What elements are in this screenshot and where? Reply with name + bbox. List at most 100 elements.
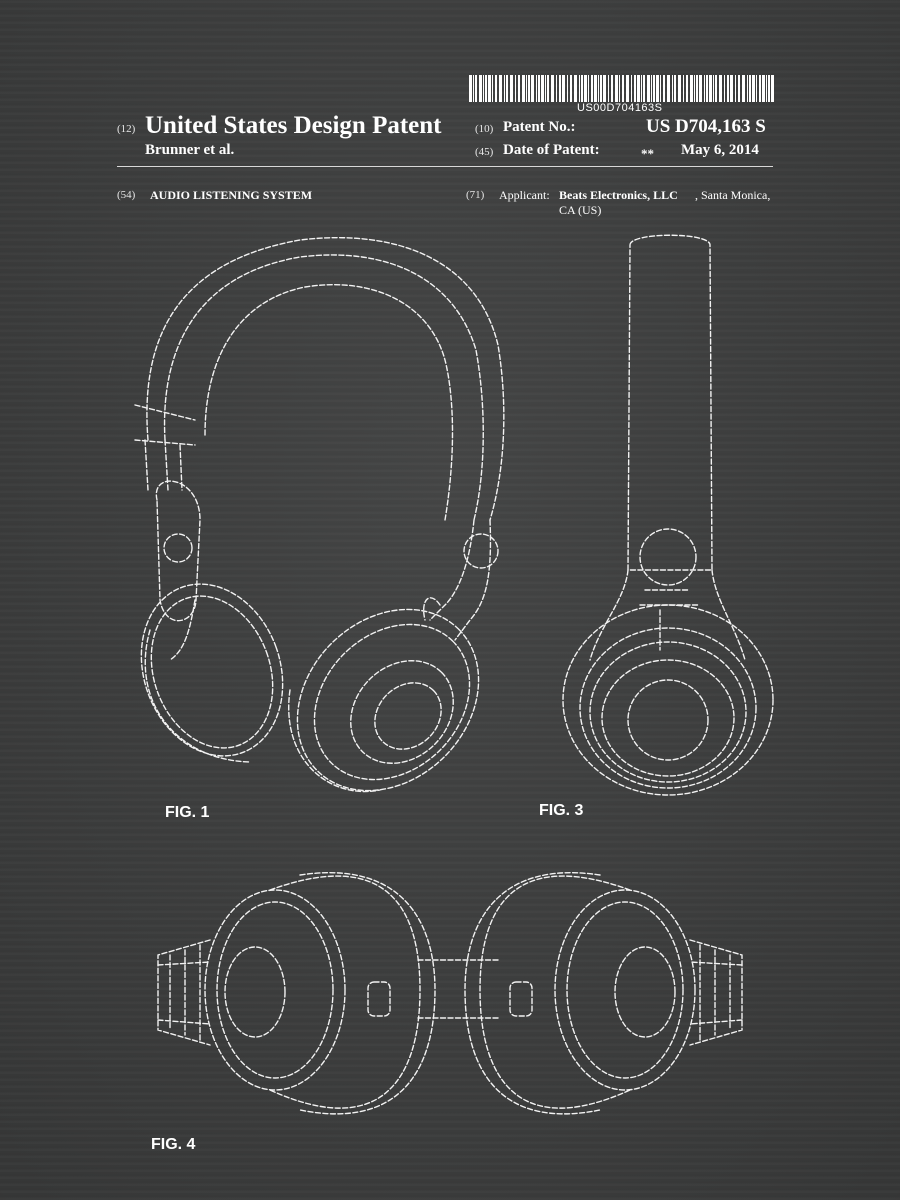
barcode-bar <box>663 75 665 102</box>
code-54: (54) <box>117 189 136 201</box>
barcode-bar <box>536 75 537 102</box>
barcode-bar <box>768 75 770 102</box>
barcode-bar <box>742 75 745 102</box>
fig1-headphones-drawing <box>134 236 505 793</box>
figure-4-label: FIG. 4 <box>151 1136 196 1153</box>
barcode-bar <box>538 75 540 102</box>
barcode-bar <box>528 75 530 102</box>
barcode-bar <box>492 75 493 102</box>
barcode-bar <box>475 75 477 102</box>
inventor: Brunner et al. <box>145 142 235 158</box>
barcode-bar <box>674 75 676 102</box>
barcode-bar <box>526 75 527 102</box>
barcode-bar <box>591 75 593 102</box>
barcode-bar <box>637 75 640 102</box>
barcode-bar <box>559 75 561 102</box>
barcode-bar <box>488 75 491 102</box>
barcode-bar <box>579 75 580 102</box>
barcode-bar <box>545 75 546 102</box>
barcode-bar <box>567 75 568 102</box>
barcode-bar <box>615 75 618 102</box>
barcode-bar <box>504 75 505 102</box>
barcode-bar <box>747 75 748 102</box>
barcode-bar <box>724 75 725 102</box>
barcode-bar <box>518 75 520 102</box>
barcode-bar <box>735 75 736 102</box>
barcode-bar <box>495 75 497 102</box>
barcode-bar <box>626 75 629 102</box>
barcode-bar <box>756 75 757 102</box>
barcode-bar <box>485 75 487 102</box>
fig3-side-view-drawing <box>562 234 774 796</box>
barcode-bar <box>699 75 702 102</box>
barcode-bar <box>631 75 632 102</box>
applicant-name: Beats Electronics, LLC <box>559 188 678 202</box>
date-stars: ** <box>641 146 654 161</box>
barcode-bar <box>556 75 557 102</box>
code-10: (10) <box>475 123 494 135</box>
barcode-bar <box>522 75 525 102</box>
barcode-bar <box>600 75 602 102</box>
figure-1-label: FIG. 1 <box>165 804 210 821</box>
barcode-bar <box>660 75 661 102</box>
patent-date: May 6, 2014 <box>681 142 759 158</box>
barcode-bar <box>678 75 681 102</box>
barcode-bar <box>686 75 688 102</box>
barcode-bar <box>641 75 642 102</box>
barcode-bar <box>730 75 733 102</box>
code-12: (12) <box>117 123 136 135</box>
barcode-number: US00D704163S <box>577 102 663 114</box>
barcode-bar <box>696 75 698 102</box>
barcode-bar <box>694 75 695 102</box>
barcode-bar <box>506 75 508 102</box>
barcode-bar <box>515 75 516 102</box>
barcode-bar <box>479 75 482 102</box>
barcode-bar <box>562 75 565 102</box>
applicant-label: Applicant: <box>499 188 550 202</box>
barcode-bar <box>581 75 583 102</box>
barcode-bar <box>762 75 765 102</box>
barcode-bar <box>611 75 613 102</box>
header-divider <box>117 166 773 167</box>
barcode-bar <box>715 75 717 102</box>
barcode-bar <box>622 75 624 102</box>
barcode-bar <box>653 75 655 102</box>
barcode-bar <box>704 75 705 102</box>
barcode-bar <box>752 75 755 102</box>
figure-3-label: FIG. 3 <box>539 802 584 819</box>
barcode-bar <box>672 75 673 102</box>
barcode-bar <box>598 75 599 102</box>
barcode-bar <box>541 75 544 102</box>
barcode-bar <box>473 75 474 102</box>
barcode-bar <box>499 75 502 102</box>
barcode-bar <box>643 75 645 102</box>
barcode-bar <box>634 75 636 102</box>
barcode <box>469 75 774 102</box>
invention-title: AUDIO LISTENING SYSTEM <box>150 188 313 202</box>
barcode-bar <box>759 75 761 102</box>
barcode-bar <box>603 75 606 102</box>
barcode-bar <box>749 75 751 102</box>
barcode-bar <box>706 75 708 102</box>
barcode-bar <box>651 75 652 102</box>
barcode-bar <box>619 75 620 102</box>
barcode-bar <box>608 75 609 102</box>
applicant-city: , Santa Monica, <box>695 188 771 202</box>
patent-number-label: Patent No.: <box>503 119 576 135</box>
barcode-bar <box>570 75 572 102</box>
barcode-bar <box>594 75 597 102</box>
barcode-bar <box>574 75 577 102</box>
barcode-bar <box>547 75 549 102</box>
barcode-bar <box>719 75 722 102</box>
date-label: Date of Patent: <box>503 142 600 158</box>
barcode-bar <box>690 75 693 102</box>
barcode-bar <box>709 75 712 102</box>
barcode-bar <box>584 75 587 102</box>
barcode-bar <box>531 75 534 102</box>
barcode-bar <box>771 75 774 102</box>
barcode-bar <box>469 75 472 102</box>
barcode-bar <box>667 75 670 102</box>
barcode-bar <box>588 75 589 102</box>
fig4-top-view-drawing <box>157 872 743 1115</box>
